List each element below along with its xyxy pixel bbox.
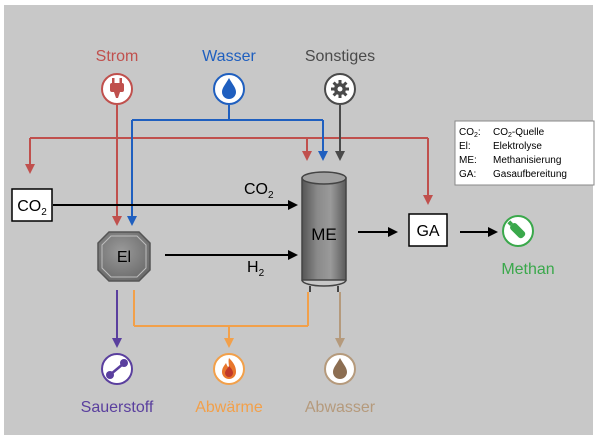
legend-desc-me: Methanisierung: [493, 155, 561, 166]
methanation-label: ME: [311, 225, 337, 244]
h2-flow: H2: [165, 250, 298, 279]
sauerstoff-label: Sauerstoff: [81, 399, 154, 416]
sonstiges-label: Sonstiges: [305, 48, 375, 65]
co2-source-label: CO2: [17, 198, 47, 218]
flame-icon: [213, 353, 245, 385]
legend-abbr-el: El:: [459, 141, 471, 152]
co2-flow-label: CO2: [244, 181, 274, 201]
legend-desc-co2: CO2-Quelle: [493, 127, 545, 139]
diagram-background: [4, 5, 593, 435]
wasser-flow-lines: [127, 105, 328, 226]
legend-desc-ga: Gasaufbereitung: [493, 169, 567, 180]
legend-box: CO2: CO2-Quelle El: Elektrolyse ME: Meth…: [454, 120, 595, 186]
gas-cylinder-icon: [502, 215, 534, 247]
wasser-label: Wasser: [202, 48, 256, 65]
h2-flow-label: H2: [247, 259, 265, 279]
co2-flow: CO2: [53, 181, 298, 210]
electrolysis-label: El: [117, 249, 131, 266]
methan-label: Methan: [501, 261, 554, 278]
water-drop-icon: [213, 73, 245, 105]
legend-abbr-ga: GA:: [459, 169, 476, 180]
gas-processing-box: GA: [408, 213, 448, 247]
electrolysis-node: El: [97, 231, 151, 282]
waste-water-drop-icon: [324, 353, 356, 385]
strom-label: Strom: [96, 48, 139, 65]
gear-icon: [324, 73, 356, 105]
legend-abbr-me: ME:: [459, 155, 477, 166]
molecule-icon: [101, 353, 133, 385]
gas-processing-label: GA: [416, 223, 439, 240]
abwaerme-label: Abwärme: [195, 399, 263, 416]
power-plug-icon: [101, 73, 133, 105]
co2-source-box: CO2: [11, 188, 53, 222]
legend-abbr-co2: CO2:: [459, 127, 481, 139]
legend-desc-el: Elektrolyse: [493, 141, 542, 152]
abwaerme-flow-lines: [133, 290, 309, 348]
abwasser-label: Abwasser: [305, 399, 376, 416]
methanation-reactor: ME: [301, 171, 347, 292]
